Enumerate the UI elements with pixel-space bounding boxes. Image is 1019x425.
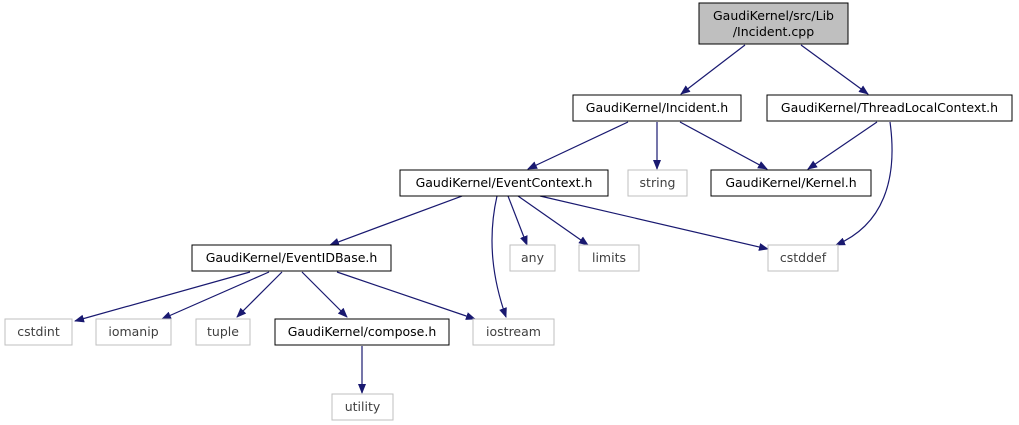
node-iostream[interactable]: iostream [472,318,555,346]
node-incident-h-label: GaudiKernel/Incident.h [586,100,728,115]
edge-threadlocal-h-to-cstddef [835,121,893,246]
node-utility-label: utility [345,399,381,414]
node-utility[interactable]: utility [331,393,394,421]
node-eventidbase-h[interactable]: GaudiKernel/EventIDBase.h [191,244,392,272]
node-cstddef[interactable]: cstddef [767,244,839,272]
node-cstdint[interactable]: cstdint [4,318,73,346]
node-compose-h[interactable]: GaudiKernel/compose.h [274,318,450,346]
node-compose-h-label: GaudiKernel/compose.h [288,324,437,339]
edge-eventcontext-h-to-any [507,195,528,246]
node-cstdint-label: cstdint [17,324,60,339]
node-incident-cpp-line1: GaudiKernel/src/Lib [713,8,834,23]
edge-incident-h-to-kernel-h [679,121,768,170]
node-eventidbase-h-label: GaudiKernel/EventIDBase.h [206,250,378,265]
node-tuple-label: tuple [207,324,239,339]
node-threadlocal-h[interactable]: GaudiKernel/ThreadLocalContext.h [766,94,1013,122]
node-incident-cpp-line2: /Incident.cpp [733,24,814,39]
node-threadlocal-h-label: GaudiKernel/ThreadLocalContext.h [781,100,998,115]
node-kernel-h-label: GaudiKernel/Kernel.h [725,175,856,190]
node-iomanip-label: iomanip [108,324,158,339]
edge-eventidbase-h-to-iostream [336,271,476,320]
edge-eventcontext-h-to-cstddef [539,195,769,251]
node-limits[interactable]: limits [578,244,640,272]
node-any[interactable]: any [509,244,556,272]
edge-eventidbase-h-to-compose-h [301,271,348,318]
node-string[interactable]: string [627,169,688,197]
edge-eventidbase-h-to-iomanip [161,271,270,320]
node-eventcontext-h-label: GaudiKernel/EventContext.h [416,175,593,190]
edge-eventcontext-h-to-iostream [491,195,507,318]
node-tuple[interactable]: tuple [195,318,251,346]
node-iostream-label: iostream [486,324,541,339]
node-iomanip[interactable]: iomanip [95,318,172,346]
edge-eventidbase-h-to-tuple [236,271,283,318]
node-kernel-h[interactable]: GaudiKernel/Kernel.h [710,169,872,197]
edge-incident-cpp-to-threadlocal-h [800,44,869,95]
edge-incident-cpp-to-incident-h [680,44,746,95]
node-string-label: string [640,175,676,190]
edge-eventidbase-h-to-cstdint [74,271,251,323]
node-eventcontext-h[interactable]: GaudiKernel/EventContext.h [399,169,609,197]
node-cstddef-label: cstddef [780,250,827,265]
edge-threadlocal-h-to-kernel-h [807,121,878,170]
node-limits-label: limits [592,250,626,265]
node-incident-h[interactable]: GaudiKernel/Incident.h [572,94,742,122]
edge-eventcontext-h-to-limits [517,195,589,246]
node-incident-cpp[interactable]: GaudiKernel/src/Lib /Incident.cpp [698,2,849,45]
node-any-label: any [521,250,545,265]
edge-eventcontext-h-to-eventidbase-h [329,195,463,246]
edge-incident-h-to-eventcontext-h [527,121,629,170]
